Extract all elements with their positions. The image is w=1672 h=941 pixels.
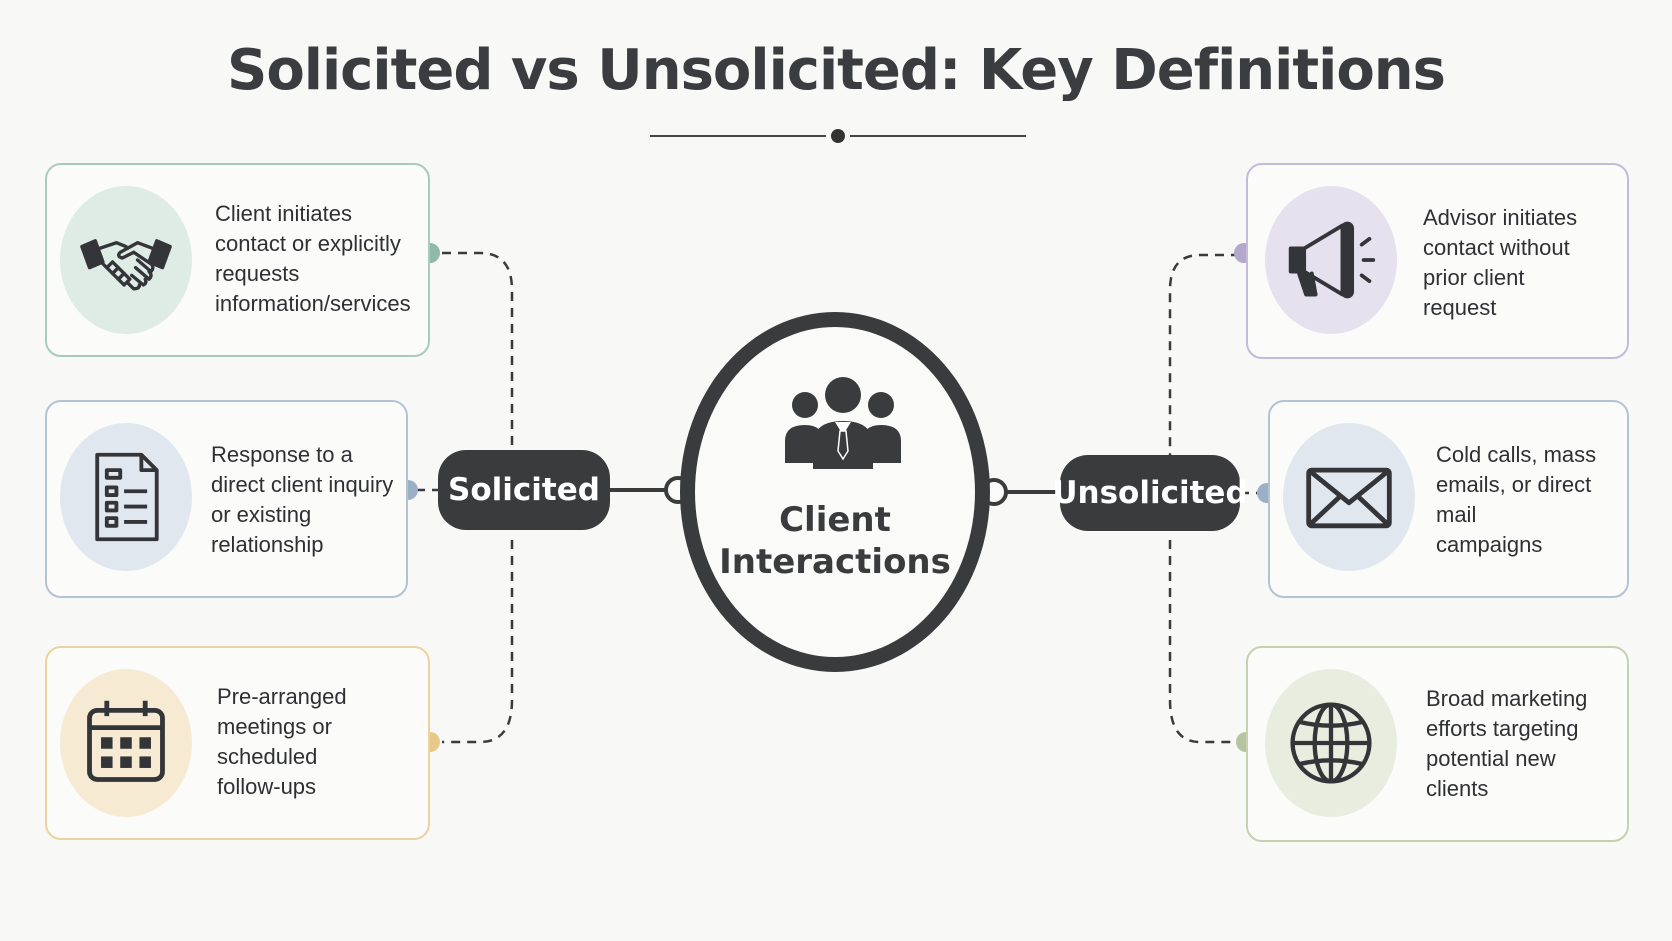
document-list-icon	[60, 423, 192, 571]
solicited-card-1: Client initiates contact or explicitly r…	[45, 163, 430, 357]
globe-icon	[1265, 669, 1397, 817]
solicited-label: Solicited	[438, 450, 610, 530]
solicited-card-2: Response to a direct client inquiry or e…	[45, 400, 408, 598]
solicited-card-2-text: Response to a direct client inquiry or e…	[211, 442, 394, 557]
solicited-card-3-text: Pre-arranged meetings or scheduled follo…	[217, 684, 347, 799]
megaphone-icon	[1265, 186, 1397, 334]
envelope-icon	[1283, 423, 1415, 571]
solicited-card-1-text: Client initiates contact or explicitly r…	[215, 201, 411, 316]
unsolicited-card-3: Broad marketing efforts targeting potent…	[1246, 646, 1629, 842]
unsolicited-card-2: Cold calls, mass emails, or direct mail …	[1268, 400, 1629, 598]
unsolicited-card-3-text: Broad marketing efforts targeting potent…	[1426, 686, 1588, 801]
solicited-card-3: Pre-arranged meetings or scheduled follo…	[45, 646, 430, 840]
calendar-icon	[60, 669, 192, 817]
client-interactions-hub: Client Interactions	[680, 312, 990, 672]
unsolicited-card-1: Advisor initiates contact without prior …	[1246, 163, 1629, 359]
unsolicited-card-1-text: Advisor initiates contact without prior …	[1423, 205, 1578, 320]
unsolicited-label: Unsolicited	[1052, 455, 1248, 531]
hub-label: Client Interactions	[719, 500, 951, 582]
handshake-icon	[60, 186, 192, 334]
title-divider	[650, 129, 1026, 143]
page-title: Solicited vs Unsolicited: Key Definition…	[226, 38, 1446, 103]
unsolicited-card-2-text: Cold calls, mass emails, or direct mail …	[1436, 442, 1597, 557]
people-group-icon	[785, 377, 901, 469]
